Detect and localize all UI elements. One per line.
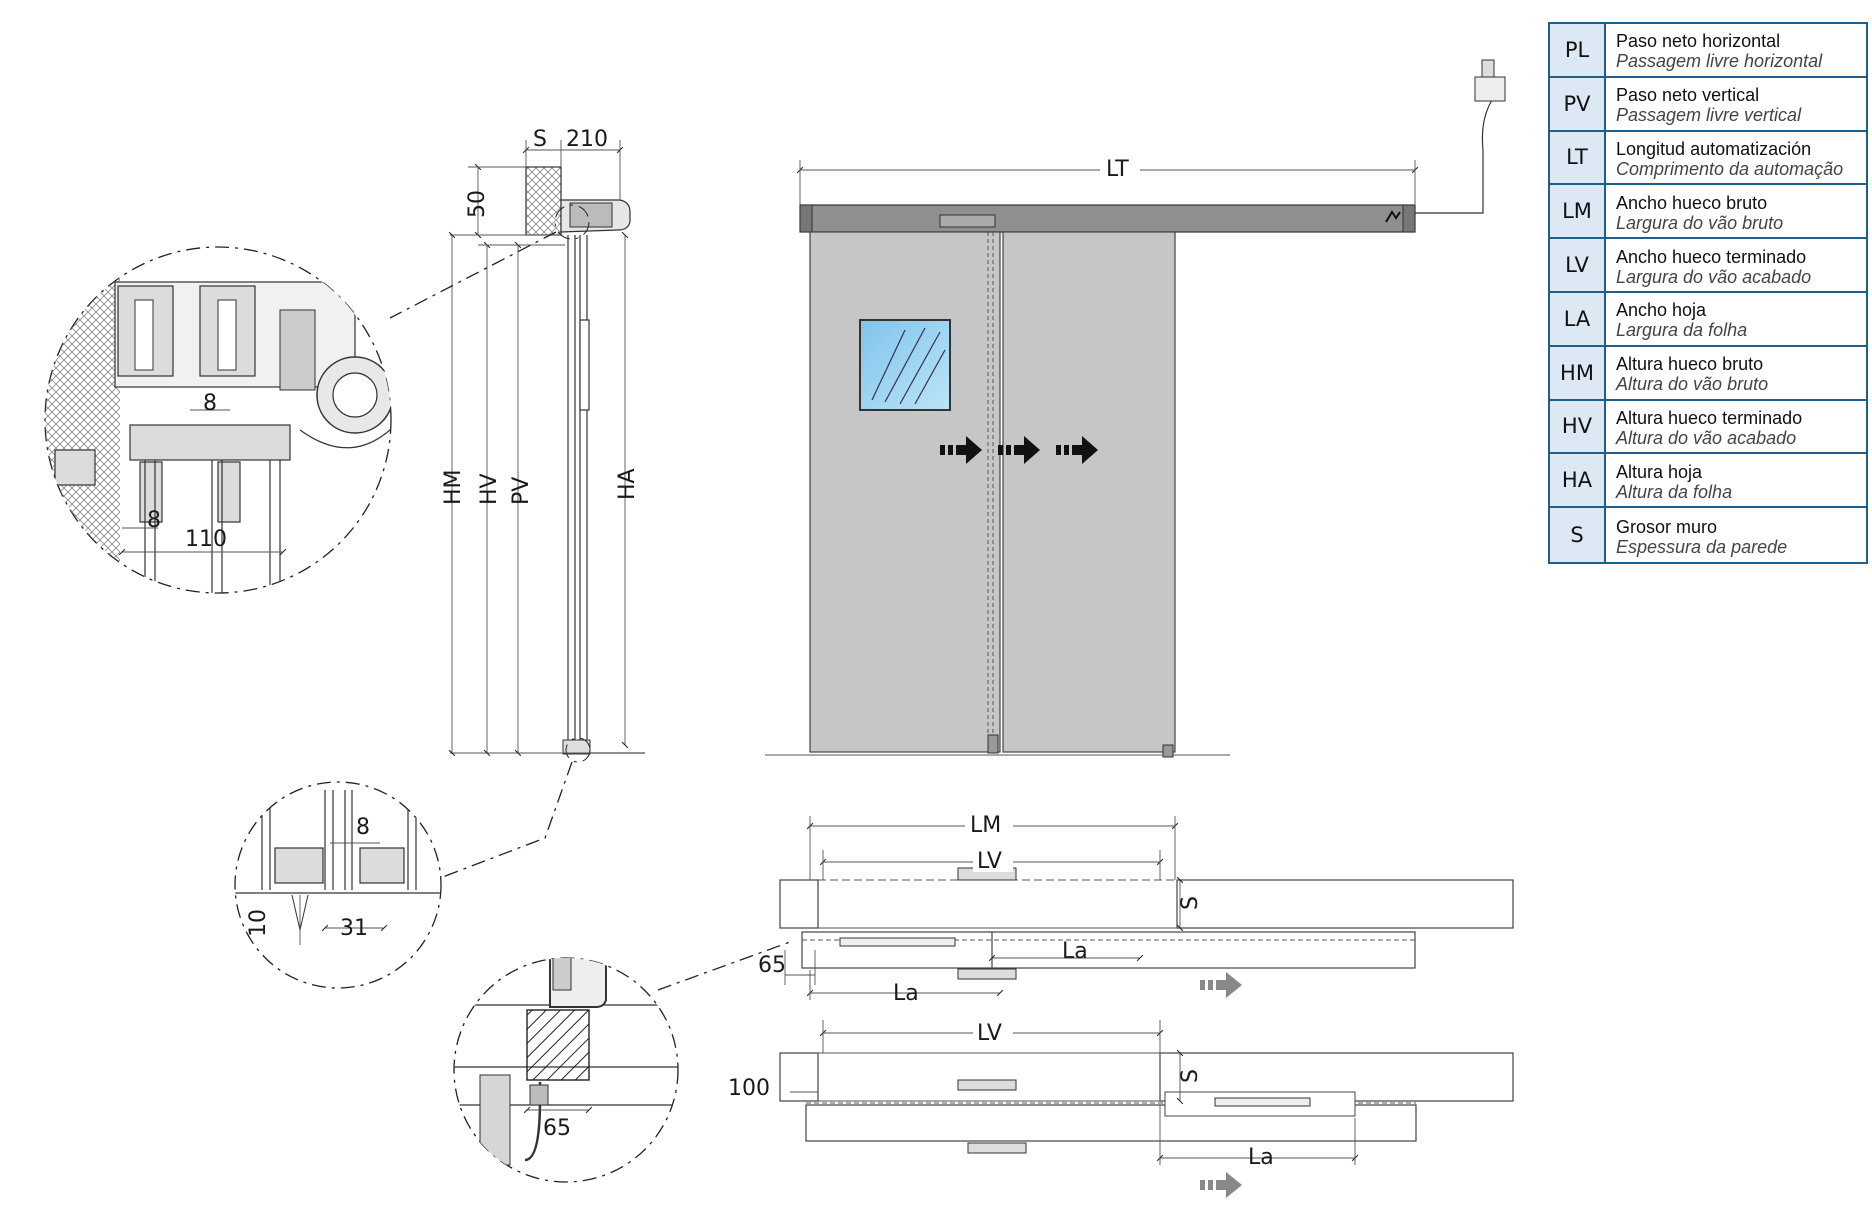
wall-section: [525, 166, 562, 236]
dim-plan-depth: 65: [543, 1116, 571, 1141]
dim-la-a1: La: [1062, 939, 1088, 964]
wall-right-a: [1176, 879, 1514, 929]
legend-es: Ancho hoja: [1616, 300, 1707, 321]
dim-pv: PV: [509, 477, 534, 505]
legend-pt: Largura do vão acabado: [1616, 266, 1812, 287]
leaf-plan-a-right: [989, 931, 1416, 969]
power-socket: [1474, 76, 1506, 102]
legend-es: Paso neto vertical: [1616, 85, 1760, 106]
dim-bottom-width: 31: [340, 916, 368, 941]
dim-la-a2: La: [893, 981, 919, 1006]
leader-plan-detail: [657, 941, 791, 991]
legend-pt: Passagem livre vertical: [1616, 105, 1802, 126]
legend-es: Ancho hueco terminado: [1616, 246, 1807, 267]
dim-bottom-gap: 8: [356, 815, 370, 840]
plan-detail: 65: [453, 957, 679, 1183]
legend-es: Grosor muro: [1616, 516, 1718, 537]
arrow-b: [1200, 1172, 1242, 1198]
dim-operator-width: 210: [566, 127, 608, 152]
legend-pt: Comprimento da automação: [1616, 158, 1844, 179]
dim-s-b: S: [1178, 1069, 1203, 1083]
legend-code: HA: [1550, 454, 1606, 507]
bottom-detail: 8 10 31: [234, 781, 442, 989]
legend-code: LA: [1550, 292, 1606, 345]
dim-lm: LM: [970, 813, 1001, 838]
elevation-view: LT: [765, 59, 1506, 758]
dim-wall-thickness: S: [533, 127, 547, 152]
dim-hv: HV: [477, 473, 502, 505]
dim-lv-b: LV: [977, 1021, 1002, 1046]
legend-es: Altura hueco bruto: [1616, 354, 1764, 375]
legend-es: Altura hoja: [1616, 461, 1703, 482]
top-detail: 8 8 110: [44, 246, 392, 594]
leader-top-detail: [389, 231, 557, 319]
door-leaf-left: [809, 231, 1001, 753]
legend-pt: Passagem livre horizontal: [1616, 51, 1823, 72]
arrow-a: [1200, 972, 1242, 998]
dim-lv-a: LV: [977, 849, 1002, 874]
dim-la-b: La: [1248, 1145, 1274, 1170]
plan-view-b: LV S 100 La: [728, 1016, 1514, 1198]
dim-top-offset: 8: [147, 508, 161, 533]
power-cable: [1415, 81, 1496, 214]
legend-pt: Altura do vão acabado: [1616, 427, 1797, 448]
dim-offset-b: 100: [728, 1076, 770, 1101]
legend-code: PV: [1550, 77, 1606, 130]
legend-pt: Espessura da parede: [1616, 536, 1788, 557]
wall-left-b: [779, 1052, 819, 1102]
dim-top-height: 50: [465, 190, 490, 218]
legend-code: HM: [1550, 346, 1606, 399]
dim-top-width: 110: [185, 527, 227, 552]
plan-view-a: LM LV S 65 La La: [758, 808, 1514, 1006]
direction-arrows: [940, 436, 1098, 464]
legend-es: Paso neto horizontal: [1616, 31, 1781, 52]
legend-pt: Altura do vão bruto: [1616, 374, 1769, 395]
door-handle-section: [579, 319, 590, 411]
dim-bottom-height: 10: [246, 909, 271, 937]
door-leaf-right: [1002, 231, 1176, 753]
legend-es: Longitud automatización: [1616, 138, 1812, 159]
dim-lt: LT: [1106, 157, 1129, 182]
legend-code: S: [1550, 508, 1606, 562]
legend-code: HV: [1550, 400, 1606, 453]
legend-es: Altura hueco terminado: [1616, 407, 1803, 428]
legend-pt: Largura do vão bruto: [1616, 212, 1784, 233]
operator-header: [799, 204, 1416, 233]
legend-code: LV: [1550, 239, 1606, 291]
legend-code: LT: [1550, 131, 1606, 184]
dim-ha: HA: [615, 468, 640, 500]
legend-code: PL: [1550, 24, 1606, 76]
legend-pt: Largura da folha: [1616, 320, 1748, 341]
dim-top-gap: 8: [203, 391, 217, 416]
dim-hm: HM: [441, 469, 466, 505]
legend-code: LM: [1550, 185, 1606, 238]
dim-offset-a: 65: [758, 953, 786, 978]
legend-es: Ancho hueco bruto: [1616, 192, 1768, 213]
wall-left-a: [779, 879, 819, 929]
leaf-plan-a-left: [801, 931, 993, 969]
dim-s-a: S: [1178, 896, 1203, 910]
legend-pt: Altura da folha: [1616, 481, 1733, 502]
section-view: S 210 50 HM HV PV HA: [441, 127, 645, 763]
leader-bottom-detail: [439, 761, 573, 879]
operator-carriage: [569, 202, 613, 228]
floor-guide: [562, 739, 591, 755]
